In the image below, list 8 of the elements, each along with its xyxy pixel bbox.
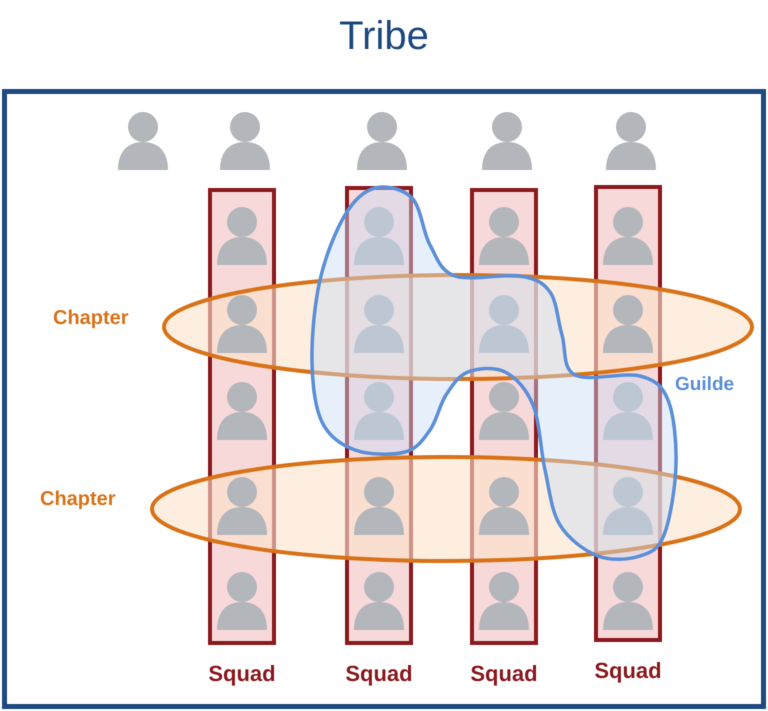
squad-label: Squad xyxy=(208,663,276,685)
squad-label: Squad xyxy=(594,660,662,682)
chapter-label: Chapter xyxy=(40,488,116,510)
guild-label: Guilde xyxy=(675,374,734,395)
squad-label: Squad xyxy=(470,663,538,685)
chapter-label: Chapter xyxy=(53,307,129,329)
squad-label: Squad xyxy=(345,663,413,685)
tribe-title: Tribe xyxy=(339,16,429,56)
